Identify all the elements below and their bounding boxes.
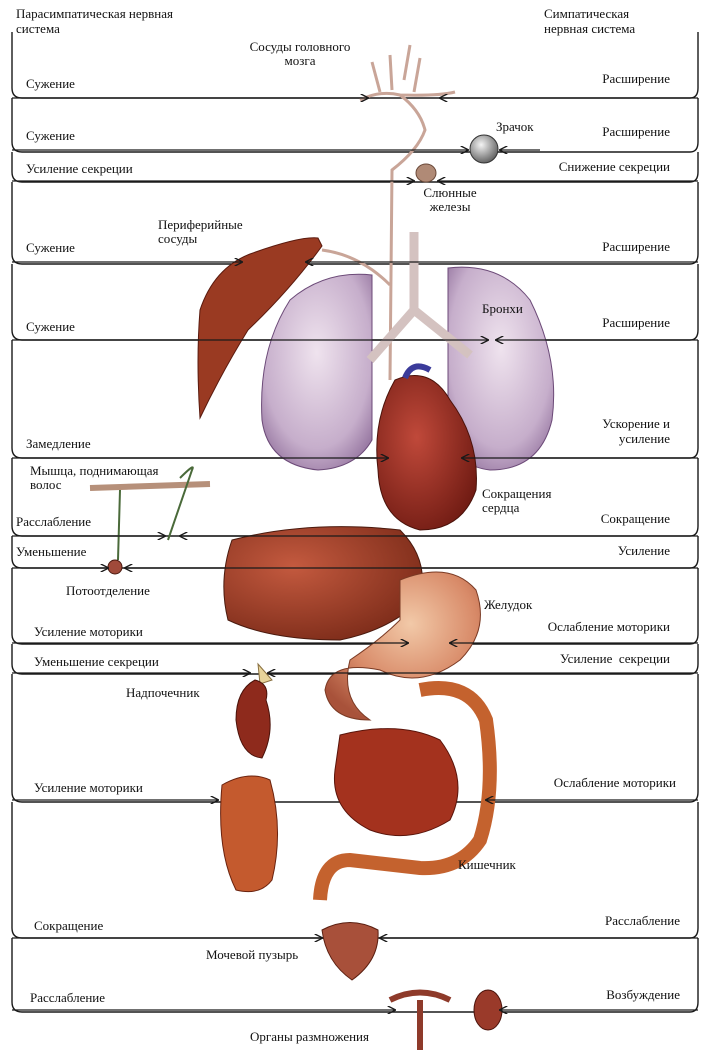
symp-effect-9: Ослабление моторики — [548, 620, 670, 634]
para-effect-3: Усиление секреции — [26, 162, 133, 176]
para-effect-7: Расслабление — [16, 515, 91, 529]
sympathetic-header: Симпатическая нервная система — [544, 6, 674, 36]
adrenal-label: Надпочечник — [126, 686, 200, 700]
adrenal-kidney-illustration — [236, 664, 272, 758]
sweat-label: Потоотделение — [66, 584, 150, 598]
genitals-label: Органы размножения — [250, 1030, 369, 1044]
para-effect-4: Сужение — [26, 241, 75, 255]
para-effect-1: Сужение — [26, 77, 75, 91]
bronchi-label: Бронхи — [482, 302, 523, 316]
hair-muscle-label: Мышца, поднимающая волос — [30, 464, 180, 492]
symp-effect-2: Расширение — [602, 125, 670, 139]
parasympathetic-header: Парасимпатическая нервная система — [16, 6, 176, 36]
pupil-illustration — [470, 135, 498, 163]
para-effect-9: Усиление моторики — [34, 625, 143, 639]
salivary-gland-illustration — [416, 164, 436, 182]
symp-effect-12: Расслабление — [605, 914, 680, 928]
bladder-label: Мочевой пузырь — [206, 948, 298, 962]
genitals-illustration — [390, 990, 502, 1050]
para-effect-10: Уменьшение секреции — [34, 655, 159, 669]
para-effect-5: Сужение — [26, 320, 75, 334]
para-effect-2: Сужение — [26, 129, 75, 143]
stomach-label: Желудок — [484, 598, 532, 612]
heart-label: Сокращения сердца — [482, 487, 572, 515]
para-effect-11: Усиление моторики — [34, 781, 143, 795]
symp-effect-5: Расширение — [602, 316, 670, 330]
brain-vessels-label: Сосуды головного мозга — [240, 40, 360, 68]
para-effect-6: Замедление — [26, 437, 91, 451]
para-effect-12: Сокращение — [34, 919, 103, 933]
symp-effect-13: Возбуждение — [606, 988, 680, 1002]
pupil-label: Зрачок — [496, 120, 534, 134]
bladder-illustration — [322, 923, 378, 981]
symp-effect-3: Снижение секреции — [559, 160, 670, 174]
symp-effect-7: Сокращение — [601, 512, 670, 526]
peripheral-vessels-label: Периферийные сосуды — [158, 218, 253, 246]
intestine-label: Кишечник — [458, 858, 516, 872]
salivary-gland-label: Слюнные железы — [420, 186, 480, 214]
symp-effect-8: Усиление — [618, 544, 670, 558]
para-effect-13: Расслабление — [30, 991, 105, 1005]
symp-effect-10: Усиление секреции — [560, 652, 670, 666]
symp-effect-6: Ускорение и усиление — [590, 416, 670, 446]
symp-effect-11: Ослабление моторики — [554, 776, 676, 790]
symp-effect-4: Расширение — [602, 240, 670, 254]
liver-illustration — [224, 527, 423, 640]
symp-effect-1: Расширение — [602, 72, 670, 86]
para-effect-8: Уменьшение — [16, 545, 86, 559]
